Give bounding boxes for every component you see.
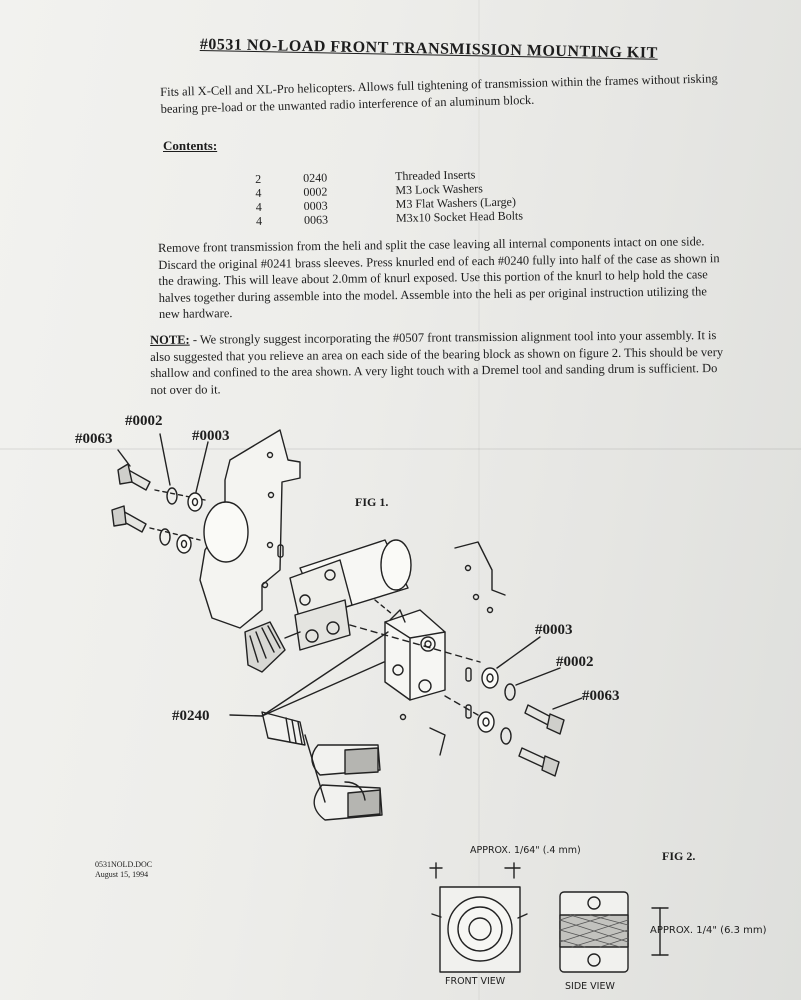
side-frame-plate (199, 429, 301, 629)
document-footer: 0531NOLD.DOC August 15, 1994 (95, 860, 152, 880)
note-text: - We strongly suggest incorporating the … (150, 328, 724, 397)
right-hardware-stack (477, 667, 565, 777)
fig1-label: FIG 1. (355, 495, 388, 509)
callout-0002-right: #0002 (556, 654, 594, 670)
doc-filename: 0531NOLD.DOC (95, 860, 153, 869)
figure-drawings: #0063 #0002 #0003 FIG 1. #0003 #0002 #00… (75, 413, 767, 992)
fig2-side-view-label: SIDE VIEW (565, 981, 615, 992)
contents-qty: 4 (255, 213, 263, 228)
threaded-insert-detail (261, 711, 383, 821)
contents-heading: Contents: (163, 138, 218, 153)
paper-fold-horizontal (0, 448, 801, 450)
bevel-gear (244, 621, 301, 673)
instructions-paragraph: Remove front transmission from the heli … (158, 234, 720, 322)
fig2-label: FIG 2. (662, 849, 695, 863)
callout-0063-left: #0063 (75, 431, 113, 447)
callout-0240: #0240 (172, 708, 210, 724)
note-label: NOTE: (150, 332, 190, 347)
note-paragraph: NOTE: - We strongly suggest incorporatin… (150, 327, 731, 398)
fig2-front-view (429, 862, 528, 973)
contents-code: 0063 (303, 212, 329, 227)
transmission-case (289, 559, 353, 651)
bearing-block (384, 609, 446, 721)
right-frame-plate (429, 541, 506, 756)
callout-0063-right: #0063 (582, 688, 620, 704)
callout-0003-right: #0003 (535, 622, 573, 638)
fig2-approx-front: APPROX. 1/64" (.4 mm) (470, 845, 581, 856)
callout-0002-left: #0002 (125, 413, 163, 429)
callout-leader-lines (117, 433, 583, 803)
contents-qty: 4 (255, 199, 262, 214)
contents-table: 2 0240 Threaded Inserts 4 0002 M3 Lock W… (255, 166, 523, 228)
fig2-approx-side: APPROX. 1/4" (6.3 mm) (650, 925, 767, 936)
contents-qty: 4 (255, 185, 262, 200)
contents-qty: 2 (255, 171, 262, 186)
page-title: #0531 NO-LOAD FRONT TRANSMISSION MOUNTIN… (199, 36, 658, 62)
intro-paragraph: Fits all X-Cell and XL-Pro helicopters. … (160, 71, 718, 116)
fig2-side-view (559, 891, 669, 973)
left-hardware-stack (111, 463, 203, 554)
callout-0003-left: #0003 (192, 428, 230, 444)
doc-date: August 15, 1994 (95, 870, 149, 879)
contents-desc: M3x10 Socket Head Bolts (395, 208, 524, 226)
fig2-front-view-label: FRONT VIEW (445, 976, 506, 987)
